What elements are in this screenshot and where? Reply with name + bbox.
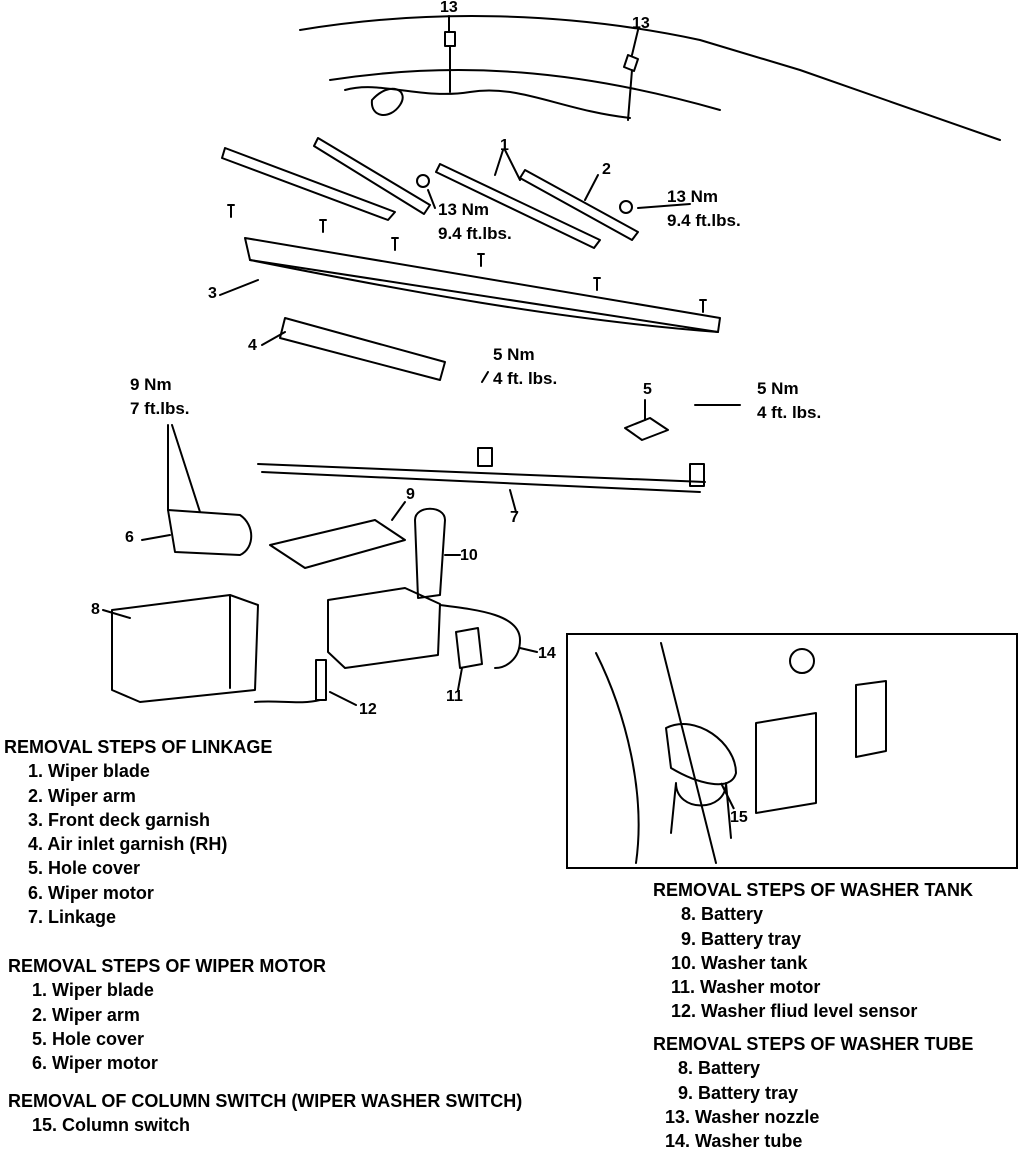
- torque-arm-left: 13 Nm 9.4 ft.lbs.: [438, 200, 512, 243]
- linkage-bar: [257, 463, 706, 493]
- list-item: 10. Washer tank: [671, 952, 808, 973]
- dash-panel-outline: [595, 642, 717, 864]
- wiper-arm-right: [519, 169, 639, 241]
- leader-lines: [102, 15, 741, 706]
- list-wiper-motor-heading: REMOVAL STEPS OF WIPER MOTOR: [8, 956, 327, 976]
- list-item: 15. Column switch: [32, 1115, 191, 1136]
- list-item: 12. Washer fliud level sensor: [671, 1001, 918, 1022]
- linkage-pivot-left: [477, 447, 493, 467]
- list-washer-tube-heading: REMOVAL STEPS OF WASHER TUBE: [653, 1034, 974, 1054]
- callout-14: 14: [538, 645, 556, 662]
- list-item: 3. Front deck garnish: [28, 809, 211, 830]
- list-item: 14. Washer tube: [665, 1131, 803, 1152]
- level-sensor: [254, 659, 327, 704]
- callout-4: 4: [248, 337, 257, 354]
- washer-tube: [439, 604, 521, 669]
- callout-5: 5: [643, 381, 652, 398]
- callout-15: 15: [730, 809, 748, 826]
- air-inlet-garnish: [279, 317, 446, 381]
- callout-13-left: 13: [440, 0, 458, 16]
- list-item: 9. Battery tray: [681, 928, 802, 949]
- list-item: 6. Wiper motor: [28, 882, 154, 903]
- washer-nozzle-right: [623, 54, 639, 121]
- column-switch-inset: [566, 633, 1018, 869]
- linkage-pivot-right: [689, 463, 705, 487]
- callout-9: 9: [406, 486, 415, 503]
- cowl-outline: [299, 15, 1001, 141]
- list-item: 1. Wiper blade: [28, 761, 150, 782]
- list-column-switch-heading: REMOVAL OF COLUMN SWITCH (WIPER WASHER S…: [8, 1091, 523, 1111]
- list-item: 8. Battery: [681, 904, 764, 925]
- list-linkage: REMOVAL STEPS OF LINKAGE 1. Wiper blade …: [4, 735, 272, 929]
- list-washer-tank: REMOVAL STEPS OF WASHER TANK 8. Battery …: [653, 878, 973, 1024]
- screws: [227, 204, 707, 313]
- list-linkage-heading: REMOVAL STEPS OF LINKAGE: [4, 737, 273, 757]
- washer-tank: [327, 587, 441, 669]
- list-item: 2. Wiper arm: [32, 1004, 140, 1025]
- hole-cover: [624, 417, 669, 441]
- list-washer-tube: REMOVAL STEPS OF WASHER TUBE 8. Battery …: [653, 1032, 973, 1153]
- dash-vent: [855, 680, 887, 758]
- washer-hose: [344, 86, 631, 119]
- callout-10: 10: [460, 547, 478, 564]
- list-wiper-motor: REMOVAL STEPS OF WIPER MOTOR 1. Wiper bl…: [8, 954, 326, 1075]
- torque-arm-right: 13 Nm 9.4 ft.lbs.: [667, 187, 741, 230]
- battery-tray: [269, 519, 406, 569]
- callout-8: 8: [91, 601, 100, 618]
- wiper-arm-left: [313, 137, 431, 215]
- nozzle-hose-loop: [370, 87, 404, 116]
- wiper-motor: [167, 509, 253, 556]
- list-item: 2. Wiper arm: [28, 785, 136, 806]
- wiper-blade-left: [221, 147, 396, 221]
- wiper-blade-right: [435, 163, 601, 249]
- callout-11: 11: [446, 688, 463, 705]
- torque-motor: 9 Nm 7 ft.lbs.: [130, 375, 190, 418]
- callout-1: 1: [500, 137, 509, 154]
- callout-6: 6: [125, 529, 134, 546]
- dash-knob: [789, 648, 815, 674]
- exploded-view-diagram: [102, 15, 1001, 706]
- list-washer-tank-heading: REMOVAL STEPS OF WASHER TANK: [653, 880, 974, 900]
- arm-nut-left: [416, 174, 430, 188]
- list-item: 9. Battery tray: [678, 1082, 799, 1103]
- list-item: 11. Washer motor: [671, 977, 821, 998]
- hood-edge: [329, 69, 721, 111]
- list-item: 13. Washer nozzle: [665, 1106, 820, 1127]
- column-switch-stalk: [665, 723, 737, 786]
- washer-nozzle-left: [444, 31, 456, 93]
- list-item: 5. Hole cover: [28, 858, 141, 879]
- dash-recess: [755, 712, 817, 814]
- callout-7: 7: [510, 509, 519, 526]
- list-item: 4. Air inlet garnish (RH): [28, 834, 228, 855]
- torque-pivot: 5 Nm 4 ft. lbs.: [493, 345, 558, 388]
- list-item: 8. Battery: [678, 1058, 761, 1079]
- callout-2: 2: [602, 161, 611, 178]
- torque-pivot-right: 5 Nm 4 ft. lbs.: [757, 379, 822, 422]
- washer-motor: [455, 627, 483, 669]
- callout-13-right: 13: [632, 15, 650, 32]
- arm-nut-right: [619, 200, 633, 214]
- list-item: 6. Wiper motor: [32, 1053, 158, 1074]
- list-column-switch: REMOVAL OF COLUMN SWITCH (WIPER WASHER S…: [8, 1089, 522, 1138]
- callout-12: 12: [359, 701, 377, 718]
- list-item: 1. Wiper blade: [32, 980, 154, 1001]
- list-item: 7. Linkage: [28, 907, 117, 928]
- battery: [111, 594, 259, 703]
- washer-filler-neck: [414, 507, 446, 599]
- callout-3: 3: [208, 285, 217, 302]
- front-deck-garnish: [244, 237, 721, 333]
- list-item: 5. Hole cover: [32, 1028, 145, 1049]
